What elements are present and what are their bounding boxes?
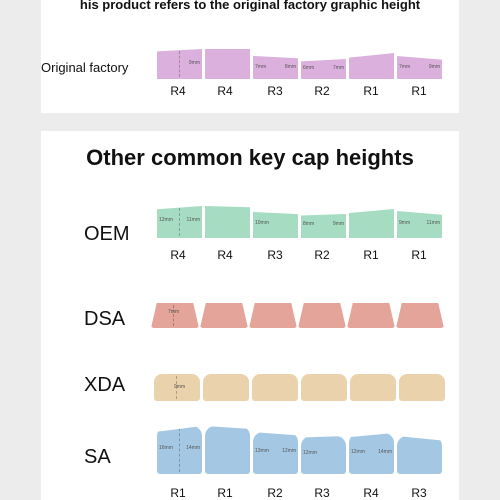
- height-label: 13mm: [255, 448, 269, 454]
- height-label: 9mm: [188, 60, 200, 66]
- sa-label: SA: [84, 446, 111, 468]
- keycap-dsa: [200, 303, 248, 328]
- keycap-oem: [349, 209, 394, 238]
- row-code-label: R3: [267, 84, 283, 98]
- keycap-dsa: [249, 303, 297, 328]
- height-label: 7mm: [399, 63, 411, 70]
- height-label: 12mm: [303, 450, 317, 456]
- keycap-sa: [397, 436, 442, 474]
- keycap-original-factory: 6mm 7mm: [301, 59, 346, 79]
- keycap-xda: 9mm: [154, 374, 200, 401]
- oem-label: OEM: [84, 223, 130, 245]
- keycap-dsa: [298, 303, 346, 328]
- keycap-xda: [252, 374, 298, 401]
- height-label: 16mm: [159, 445, 173, 451]
- row-code-label: R4: [217, 84, 233, 98]
- keycap-sa: 16mm 14mm: [157, 426, 202, 474]
- height-label: 8mm: [303, 221, 315, 227]
- keycap-sa: 12mm 14mm: [349, 433, 394, 474]
- height-label: 10mm: [255, 220, 269, 226]
- row-code-label: R4: [217, 248, 233, 262]
- height-label: 14mm: [378, 448, 392, 455]
- height-label: 14mm: [186, 445, 200, 451]
- height-label: 9mm: [174, 384, 186, 390]
- xda-label: XDA: [84, 374, 126, 396]
- keycap-oem: [205, 206, 250, 238]
- row-code-label: R2: [314, 248, 330, 262]
- height-label: 7mm: [168, 309, 180, 315]
- row-code-label: R1: [411, 84, 427, 98]
- height-label: 9mm: [428, 63, 440, 70]
- row-code-label: R4: [363, 486, 379, 500]
- row-code-label: R1: [217, 486, 233, 500]
- keycap-oem: 10mm: [253, 212, 298, 238]
- keycap-sa: 13mm 12mm: [253, 432, 298, 474]
- height-label: 8mm: [284, 63, 296, 70]
- row-code-label: R1: [363, 248, 379, 262]
- height-label: 7mm: [332, 65, 344, 71]
- keycap-sa: [205, 426, 250, 474]
- height-label: 7mm: [255, 63, 267, 70]
- height-label: 12mm: [159, 217, 173, 223]
- keycap-dsa: 7mm: [151, 303, 199, 328]
- keycap-original-factory: [205, 49, 250, 79]
- row-code-label: R2: [267, 486, 283, 500]
- keycap-dsa: [396, 303, 444, 328]
- height-label: 9mm: [332, 221, 344, 227]
- keycap-original-factory: [349, 53, 394, 79]
- keycap-sa: 12mm: [301, 436, 346, 474]
- height-label: 12mm: [351, 448, 365, 455]
- height-label: 11mm: [186, 217, 200, 223]
- height-label: 9mm: [399, 219, 411, 226]
- row-code-label: R2: [314, 84, 330, 98]
- keycap-original-factory: 7mm 9mm: [397, 56, 442, 79]
- height-label: 6mm: [303, 65, 315, 71]
- row-code-label: R3: [411, 486, 427, 500]
- keycap-original-factory: 7mm 8mm: [253, 56, 298, 79]
- keycap-xda: [301, 374, 347, 401]
- common-heights-title: Other common key cap heights: [86, 145, 414, 170]
- height-label: 11mm: [426, 219, 440, 226]
- keycap-xda: [203, 374, 249, 401]
- keycap-oem: 8mm 9mm: [301, 214, 346, 238]
- row-code-label: R1: [170, 486, 186, 500]
- common-heights-panel: Other common key cap heights OEM 12mm 11m…: [41, 131, 459, 500]
- original-factory-label: Original factory: [41, 60, 129, 75]
- row-code-label: R4: [170, 248, 186, 262]
- row-code-label: R3: [267, 248, 283, 262]
- keycap-original-factory: 9mm: [157, 49, 202, 79]
- original-factory-panel: his product refers to the original facto…: [41, 0, 459, 113]
- keycap-oem: 9mm 11mm: [397, 211, 442, 238]
- row-code-label: R1: [411, 248, 427, 262]
- row-code-label: R4: [170, 84, 186, 98]
- row-code-label: R1: [363, 84, 379, 98]
- keycap-xda: [399, 374, 445, 401]
- keycap-oem: 12mm 11mm: [157, 206, 202, 238]
- keycap-xda: [350, 374, 396, 401]
- panel-caption: his product refers to the original facto…: [79, 0, 421, 12]
- dsa-label: DSA: [84, 308, 126, 330]
- keycap-dsa: [347, 303, 395, 328]
- row-code-label: R3: [314, 486, 330, 500]
- height-label: 12mm: [282, 448, 296, 454]
